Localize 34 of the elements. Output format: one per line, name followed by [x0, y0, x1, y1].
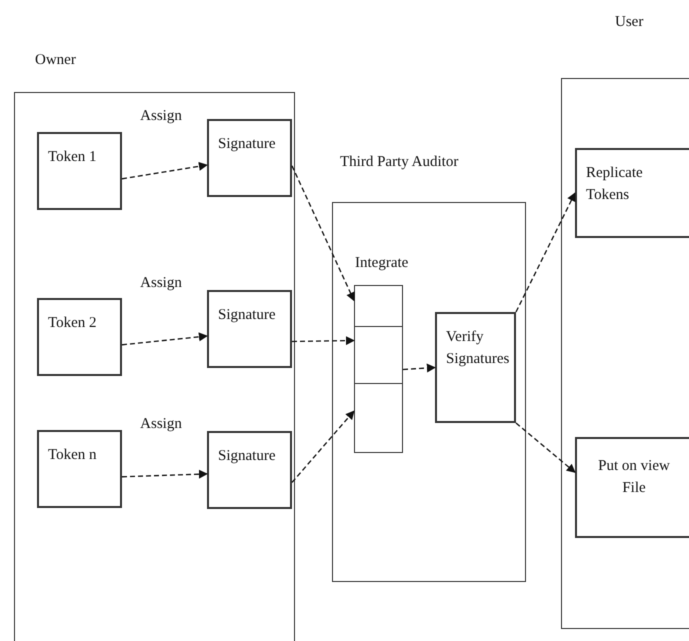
box-label: Token 2 — [48, 314, 98, 333]
dashed-arrow — [515, 192, 576, 312]
group-heading: User — [615, 13, 644, 32]
process-box — [37, 132, 122, 210]
group-heading: Owner — [35, 51, 76, 70]
process-box — [207, 119, 292, 197]
dashed-arrow — [122, 162, 208, 180]
dashed-arrow — [122, 470, 208, 479]
box-label: Token 1 — [48, 148, 98, 167]
box-label: Signature — [218, 135, 276, 154]
dashed-arrow — [402, 364, 436, 372]
group-heading: Integrate — [355, 254, 408, 273]
process-box — [435, 312, 516, 423]
group-heading: Third Party Auditor — [340, 153, 458, 172]
process-box — [37, 298, 122, 376]
box-label: Token n — [48, 446, 98, 465]
stack-cell — [354, 383, 403, 453]
dashed-arrow — [292, 410, 355, 483]
dashed-arrow — [292, 336, 355, 346]
stack-cell — [354, 326, 403, 384]
box-label: Verify Signatures — [446, 328, 510, 369]
process-box — [37, 430, 122, 508]
process-box — [207, 431, 292, 509]
box-label: Signature — [218, 306, 276, 325]
dashed-arrow — [291, 166, 355, 302]
box-label: Signature — [218, 447, 276, 466]
box-label: Replicate Tokens — [586, 164, 644, 205]
process-box — [575, 148, 689, 238]
process-box — [207, 290, 292, 368]
box-label: Put on view File — [597, 457, 671, 498]
stack-cell — [354, 285, 403, 327]
dashed-arrow — [516, 422, 576, 473]
dashed-arrow — [122, 332, 208, 346]
process-box — [575, 437, 689, 538]
